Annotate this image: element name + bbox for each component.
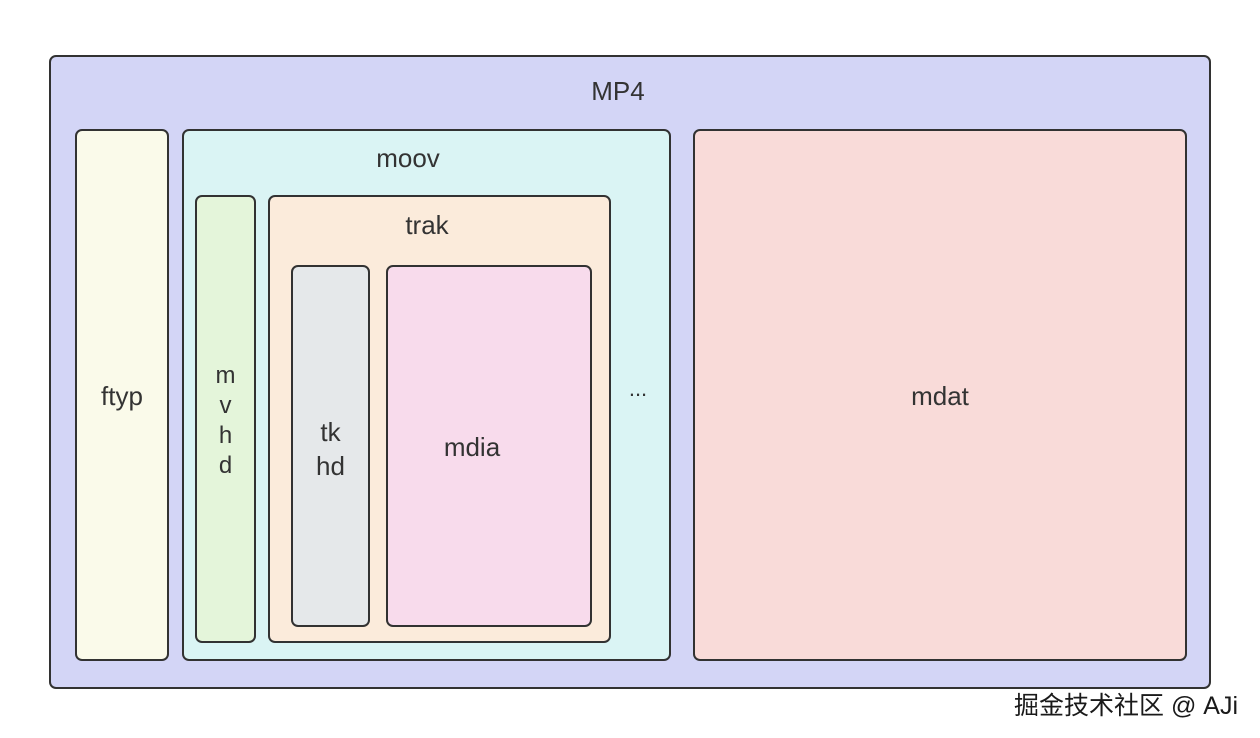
ftyp-label: ftyp	[101, 381, 143, 411]
mdia-label: mdia	[443, 432, 501, 462]
mvhd-label-line-3: h	[218, 422, 233, 449]
mdat-label: mdat	[911, 381, 969, 411]
ftyp-box	[75, 129, 169, 661]
trak-label: trak	[405, 210, 449, 240]
mp4-label: MP4	[591, 76, 645, 106]
mvhd-label-line-4: d	[218, 452, 233, 479]
mvhd-label-line-1: m	[215, 362, 236, 389]
mvhd-label-line-2: v	[219, 392, 232, 419]
watermark-text: 掘金技术社区 @ AJi	[1014, 692, 1238, 720]
tkhd-label-line-1: tk	[320, 417, 341, 447]
mvhd-label: m v h d	[195, 361, 256, 481]
ellipsis-label: ...	[628, 376, 648, 401]
tkhd-label: tk hd	[291, 415, 370, 483]
moov-label: moov	[376, 143, 440, 173]
mdat-box	[693, 129, 1187, 661]
mdia-box	[386, 265, 592, 627]
tkhd-box	[291, 265, 370, 627]
tkhd-label-line-2: hd	[316, 451, 345, 481]
mvhd-box	[195, 195, 256, 643]
